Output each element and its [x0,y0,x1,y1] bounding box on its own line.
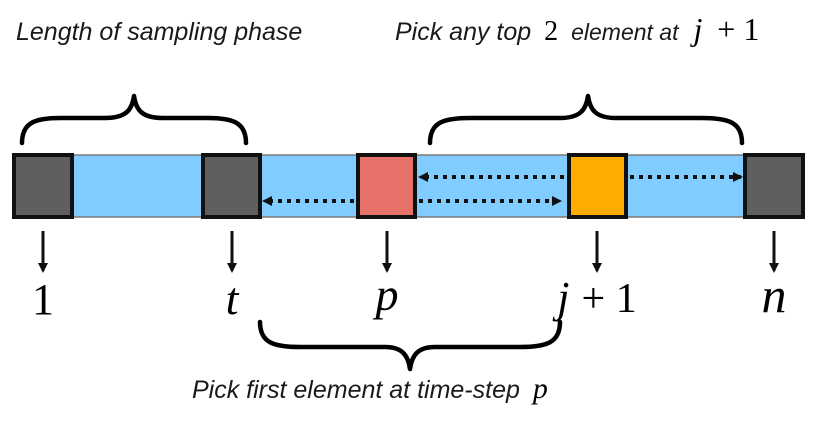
label-1: 1 [32,275,54,324]
caption-top-var: j [689,11,702,47]
label-t: t [226,273,240,324]
caption-top-elements: Pick any top 2 element at j + 1 [395,11,759,47]
box-p [356,153,417,219]
caption-first-element: Pick first element at time-step p [192,372,548,405]
box-j-plus-1 [567,153,628,219]
box-t [201,153,262,219]
label-n: n [762,267,787,323]
label-p: p [373,269,399,320]
box-first [12,153,74,219]
caption-top-num: 2 [544,16,558,47]
caption-sampling-phase: Length of sampling phase [16,18,302,46]
caption-top-suffix: + 1 [717,11,759,47]
box-n [743,153,805,219]
label-plus-one: + 1 [582,276,637,322]
caption-bottom-prefix: Pick first element at time-step [192,376,520,404]
brace-top-elements [427,93,745,146]
label-j-plus-1: j + 1 [552,273,636,322]
caption-top-prefix: Pick any top [395,18,531,46]
brace-sampling-phase [19,93,249,146]
caption-bottom-var: p [531,372,548,405]
brace-first-element [257,319,563,372]
label-j: j [552,273,569,322]
caption-top-mid: element at [571,19,680,45]
